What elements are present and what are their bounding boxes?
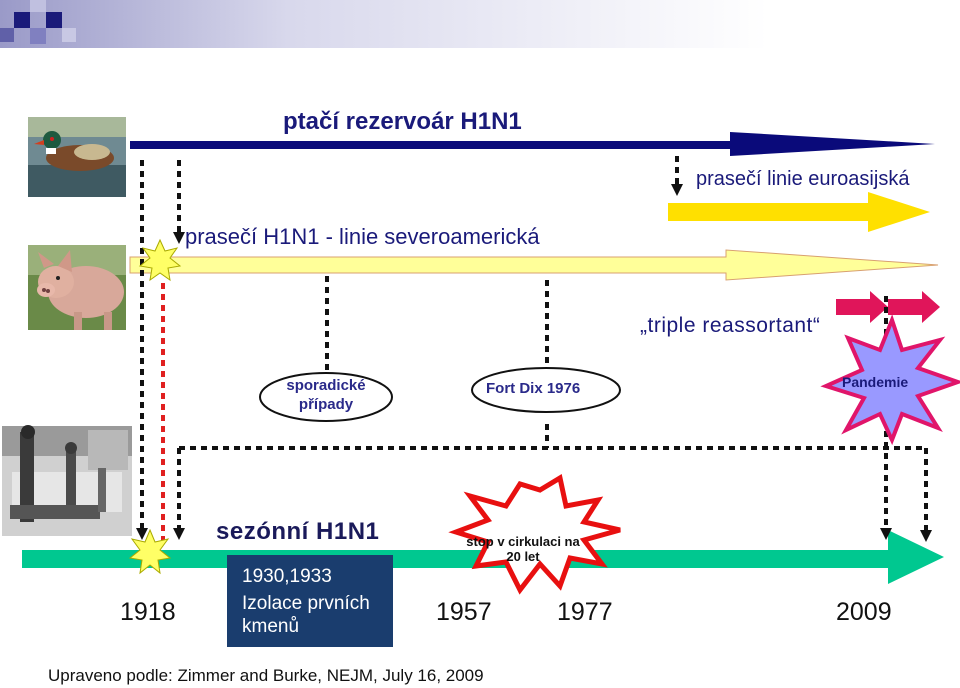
- timeline-connectors: [140, 156, 928, 530]
- north-american-lineage-label: prasečí H1N1 - linie severoamerická: [185, 224, 540, 249]
- info-box-years: 1930,1933: [242, 566, 332, 587]
- pandemic-label: Pandemie: [842, 374, 909, 390]
- fort-dix-label: Fort Dix 1976: [486, 380, 581, 397]
- connector-arrowheads: [136, 184, 932, 542]
- diagram-title: ptačí rezervoár H1N1: [283, 108, 522, 135]
- triple-reassortant-label: „triple reassortant“: [640, 314, 821, 337]
- star-1918-lower: [128, 528, 172, 575]
- year-1918: 1918: [120, 598, 176, 626]
- stop-circulation-label: stop v cirkulaci na 20 let: [466, 534, 580, 564]
- avian-reservoir-arrow: [130, 132, 935, 156]
- header-decoration: [0, 0, 960, 48]
- hospital-photo: [2, 425, 132, 536]
- triple-reassortant-arrows: [836, 291, 940, 323]
- duck-photo: [28, 117, 126, 197]
- source-credit: Upraveno podle: Zimmer and Burke, NEJM, …: [48, 666, 484, 685]
- eurasian-lineage-arrow: [668, 192, 930, 232]
- year-1977: 1977: [557, 598, 613, 626]
- sporadic-cases-oval: [259, 372, 393, 422]
- pig-photo: [28, 245, 126, 330]
- info-box-text: Izolace prvních kmenů: [242, 593, 370, 637]
- star-1918-upper: [138, 238, 182, 282]
- info-box: [227, 555, 393, 647]
- pandemic-star: [820, 314, 960, 446]
- stop-circulation-burst: [448, 474, 621, 595]
- year-2009: 2009: [836, 598, 892, 626]
- fort-dix-oval: [471, 367, 621, 413]
- north-american-lineage-arrow: [129, 249, 939, 281]
- sporadic-cases-label: sporadické případy: [286, 377, 366, 413]
- eurasian-lineage-label: prasečí linie euroasijská: [696, 168, 910, 190]
- year-1957: 1957: [436, 598, 492, 626]
- seasonal-h1n1-label: sezónní H1N1: [216, 518, 380, 545]
